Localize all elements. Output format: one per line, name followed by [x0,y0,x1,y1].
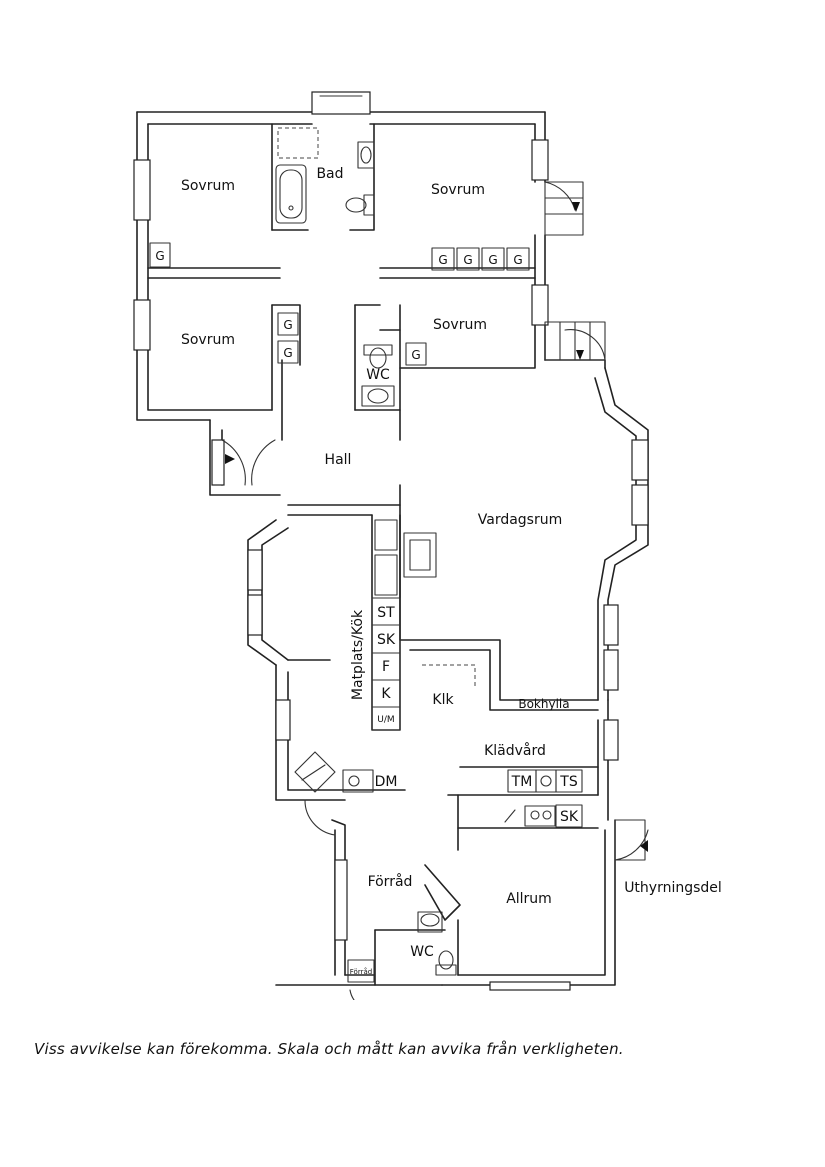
sk-laundry-label: SK [560,809,579,825]
floor-plan: Sovrum Bad Sovrum Sovrum Sovrum WC Hall … [133,91,722,1000]
wardrobe-label: G [463,253,472,267]
room-label-forrad-1: Förråd [368,873,413,890]
wardrobes [149,242,530,366]
room-label-bokhylla: Bokhylla [518,697,569,711]
dishwasher-label: SK [377,632,396,648]
room-label-matplats-kok: Matplats/Kök [350,609,366,700]
room-label-hall: Hall [325,452,352,468]
fridge-label: K [381,686,391,702]
entrance-arrow-icon [225,454,235,464]
exterior-walls [136,111,649,986]
entrance-arrow-icon [640,840,648,852]
room-label-kladvard: Klädvård [484,742,546,759]
windows [133,91,649,991]
room-label-sovrum-2: Sovrum [431,182,485,198]
tm-label: TM [511,774,533,790]
doors [221,181,649,1000]
disclaimer-text: Viss avvikelse kan förekomma. Skala och … [34,1040,624,1058]
room-label-sovrum-3: Sovrum [181,332,235,348]
wardrobe-label: G [438,253,447,267]
wardrobe-label: G [488,253,497,267]
wardrobe-label: G [283,346,292,360]
stove-label: ST [377,605,395,621]
wardrobe-label: G [411,348,420,362]
room-label-wc-2: WC [410,944,434,960]
room-label-uthyrningsdel: Uthyrningsdel [624,880,722,896]
room-label-bad: Bad [316,166,343,182]
entrance-arrow-icon [572,202,580,212]
dm-label: DM [375,774,398,790]
wardrobe-label: G [513,253,522,267]
fixtures-drawn [275,127,646,976]
freezer-label: F [382,659,390,675]
room-label-forrad-small: Förråd [350,967,372,976]
room-label-sovrum-4: Sovrum [433,317,487,333]
wardrobe-label: G [155,249,164,263]
room-label-sovrum-1: Sovrum [181,178,235,194]
entrance-arrow-icon [576,350,584,360]
wardrobe-label: G [283,318,292,332]
ts-label: TS [559,774,578,790]
room-label-wc-1: WC [366,367,390,383]
room-label-vardagsrum: Vardagsrum [478,512,563,528]
interior-walls [147,123,599,986]
kitchen-appliances [347,597,583,983]
room-label-klk: Klk [432,692,454,708]
room-label-allrum: Allrum [506,891,552,907]
microwave-label: U/M [377,715,394,725]
